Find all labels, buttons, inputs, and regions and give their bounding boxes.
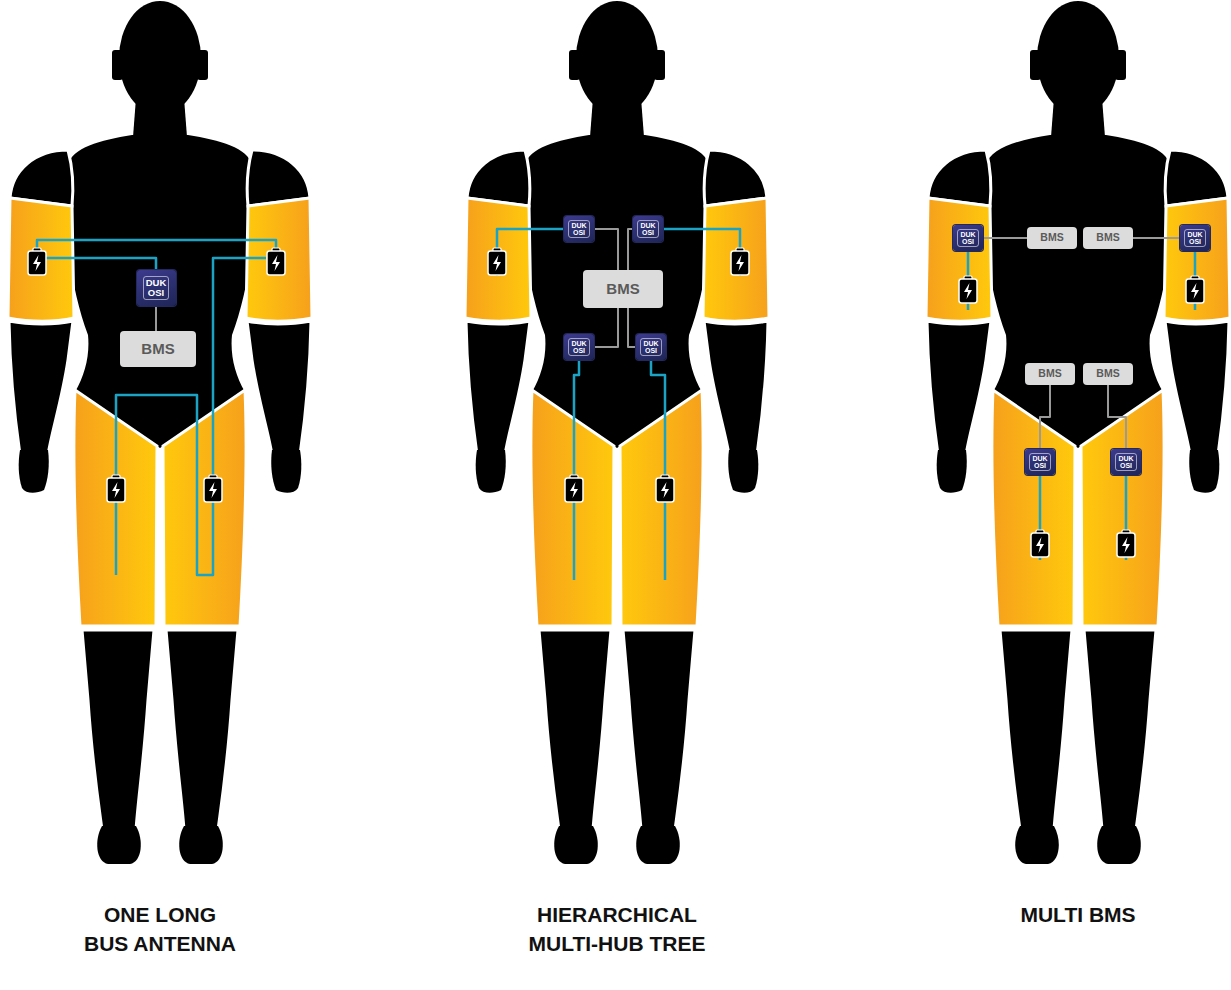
node-text: DUK OSI: [640, 338, 661, 357]
bms-box: BMS: [1027, 227, 1077, 249]
dukosi-chip: DUK OSI: [137, 270, 176, 306]
node-text: DUK OSI: [637, 220, 658, 239]
link-wire: [1133, 237, 1180, 239]
node-text: DUK OSI: [143, 276, 170, 300]
bms-box: BMS: [1083, 227, 1133, 249]
node-text: BMS: [606, 281, 639, 298]
dukosi-chip: DUK OSI: [636, 334, 666, 360]
link-wire: [594, 229, 618, 270]
node-text: BMS: [141, 341, 174, 358]
bms-box: BMS: [1025, 363, 1075, 385]
node-text: DUK OSI: [1115, 453, 1136, 472]
node-text: BMS: [1038, 368, 1061, 380]
link-wire: [155, 306, 157, 331]
node-text: BMS: [1040, 232, 1063, 244]
bms-box: BMS: [583, 270, 663, 308]
bus-wire: [37, 229, 1195, 580]
figure-caption: HIERARCHICAL MULTI-HUB TREE: [517, 900, 717, 959]
bms-box: BMS: [1083, 363, 1133, 385]
node-text: DUK OSI: [568, 338, 589, 357]
figure-caption: ONE LONG BUS ANTENNA: [80, 900, 240, 959]
bms-box: BMS: [120, 331, 196, 367]
link-wire: [628, 308, 636, 347]
dukosi-chip: DUK OSI: [633, 216, 663, 242]
node-text: DUK OSI: [1184, 229, 1205, 248]
link-wire: [983, 237, 1027, 239]
node-text: BMS: [1096, 232, 1119, 244]
link-wire: [594, 308, 618, 347]
link-wire: [1108, 385, 1126, 449]
node-text: DUK OSI: [568, 220, 589, 239]
node-text: DUK OSI: [957, 229, 978, 248]
dukosi-chip: DUK OSI: [1180, 225, 1210, 251]
node-text: DUK OSI: [1029, 453, 1050, 472]
dukosi-chip: DUK OSI: [1111, 449, 1141, 475]
figure-caption: MULTI BMS: [978, 900, 1178, 929]
dukosi-chip: DUK OSI: [953, 225, 983, 251]
dukosi-chip: DUK OSI: [564, 334, 594, 360]
dukosi-chip: DUK OSI: [1025, 449, 1055, 475]
link-wire: [1040, 385, 1050, 449]
node-text: BMS: [1096, 368, 1119, 380]
body-silhouette: [8, 1, 1230, 864]
dukosi-chip: DUK OSI: [564, 216, 594, 242]
battery-icon: [28, 248, 1204, 557]
